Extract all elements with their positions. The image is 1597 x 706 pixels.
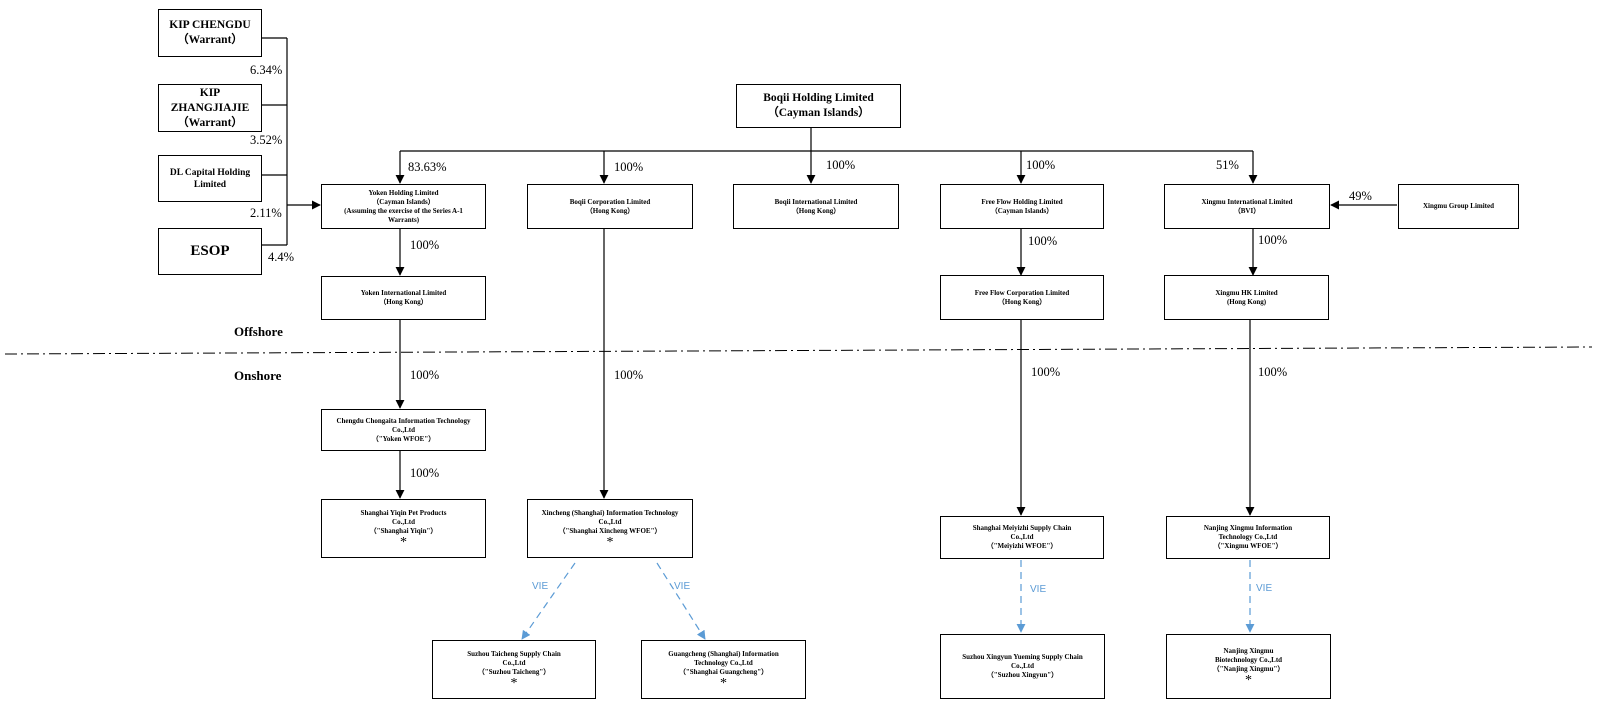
chengdu-chongaita-pct: 100%	[410, 368, 440, 382]
boqii-corp-box: Boqii Corporation Limited （Hong Kong）	[527, 184, 693, 229]
xincheng-pct: 100%	[614, 368, 644, 382]
free-flow-holding-pct: 100%	[1026, 158, 1056, 172]
onshore-label: Onshore	[234, 368, 282, 383]
vie-label-guangcheng: VIE	[674, 581, 691, 592]
xingmu-hk-box: Xingmu HK Limited (Hong Kong)	[1164, 275, 1329, 320]
xincheng-box: Xincheng (Shanghai) Information Technolo…	[527, 499, 693, 558]
vie-label-nanjing: VIE	[1256, 583, 1273, 594]
kip-zhangjiajie-pct: 3.52%	[250, 133, 283, 147]
shanghai-yiqin-pct: 100%	[410, 466, 440, 480]
boqii-intl-box: Boqii International Limited （Hong Kong）	[733, 184, 899, 229]
meiyizhi-pct: 100%	[1031, 365, 1061, 379]
suzhou-xingyun-box: Suzhou Xingyun Yueming Supply Chain Co.,…	[940, 634, 1105, 699]
meiyizhi-box: Shanghai Meiyizhi Supply Chain Co.,Ltd （…	[940, 516, 1104, 559]
vie-label-xingyun: VIE	[1030, 584, 1047, 595]
kip-chengdu-box: KIP CHENGDU （Warrant）	[158, 9, 262, 57]
yoken-intl-pct: 100%	[410, 238, 440, 252]
xingmu-hk-pct: 100%	[1258, 233, 1288, 247]
free-flow-corp-box: Free Flow Corporation Limited （Hong Kong…	[940, 275, 1104, 320]
nanjing-xingmu-bio-box: Nanjing Xingmu Biotechnology Co.,Ltd （"N…	[1166, 634, 1331, 699]
xingmu-intl-box: Xingmu International Limited （BVI）	[1164, 184, 1330, 229]
offshore-label: Offshore	[234, 324, 283, 339]
shanghai-yiqin-box: Shanghai Yiqin Pet Products Co.,Ltd （"Sh…	[321, 499, 486, 558]
boqii-intl-pct: 100%	[826, 158, 856, 172]
xingmu-intl-pct: 51%	[1216, 158, 1239, 172]
dl-capital-pct: 2.11%	[250, 206, 282, 220]
xingmu-group-pct: 49%	[1349, 189, 1372, 203]
chengdu-chongaita-box: Chengdu Chongaita Information Technology…	[321, 409, 486, 451]
nanjing-xingmu-info-box: Nanjing Xingmu Information Technology Co…	[1166, 516, 1330, 559]
dl-capital-box: DL Capital Holding Limited	[158, 155, 262, 202]
yoken-holding-pct: 83.63%	[408, 160, 447, 174]
esop-pct: 4.4%	[268, 250, 295, 264]
free-flow-holding-box: Free Flow Holding Limited （Cayman Island…	[940, 184, 1104, 229]
guangcheng-box: Guangcheng (Shanghai) Information Techno…	[641, 640, 806, 699]
kip-chengdu-pct: 6.34%	[250, 63, 283, 77]
xingmu-group-box: Xingmu Group Limited	[1398, 184, 1519, 229]
yoken-holding-box: Yoken Holding Limited （Cayman Islands） (…	[321, 184, 486, 229]
nanjing-xingmu-info-pct: 100%	[1258, 365, 1288, 379]
boqii-corp-pct: 100%	[614, 160, 644, 174]
kip-zhangjiajie-box: KIP ZHANGJIAJIE （Warrant）	[158, 84, 262, 132]
vie-label-taicheng: VIE	[532, 581, 549, 592]
esop-box: ESOP	[158, 228, 262, 275]
free-flow-corp-pct: 100%	[1028, 234, 1058, 248]
yoken-intl-box: Yoken International Limited （Hong Kong）	[321, 276, 486, 320]
suzhou-taicheng-box: Suzhou Taicheng Supply Chain Co.,Ltd （"S…	[432, 640, 596, 699]
boqii-holding-box: Boqii Holding Limited （Cayman Islands）	[736, 84, 901, 128]
